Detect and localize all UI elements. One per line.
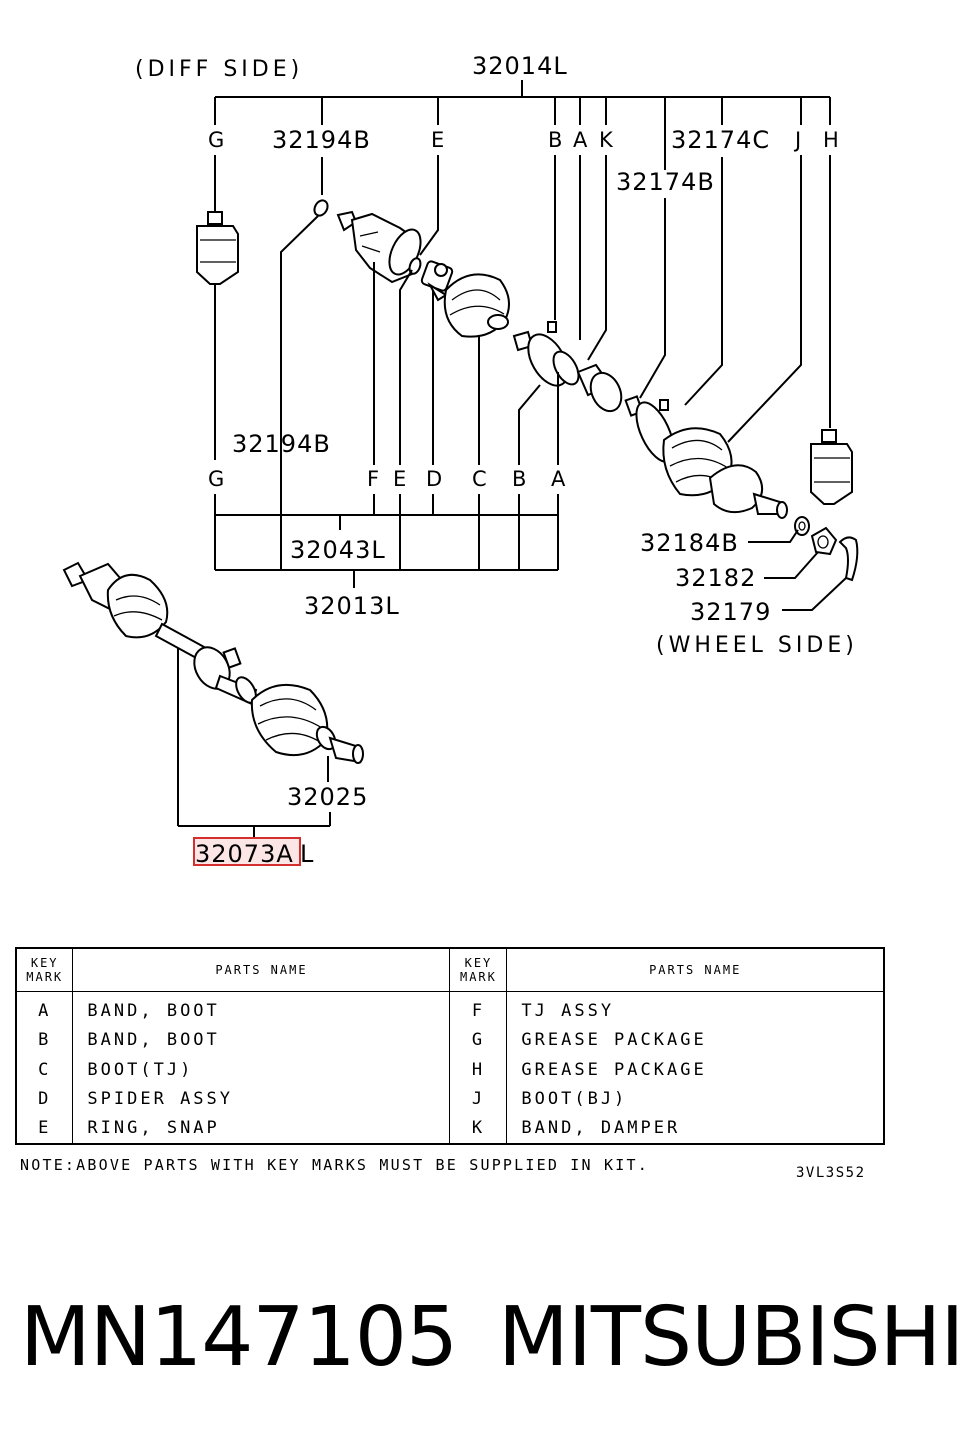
grease-package-h [810,429,853,505]
name-cell: BAND, BOOT [72,991,451,1026]
bracket-32043L [214,494,559,570]
name-cell: GREASE PACKAGE [521,1030,707,1051]
wheel-side-label: (WHEEL SIDE) [656,633,858,658]
letter-bottom-a: A [551,467,566,491]
exploded-parts-diagram: (DIFF SIDE) 32014L G 32194B E B A K 3217… [62,52,859,868]
label-32182: 32182 [675,564,756,592]
letter-top-j: J [793,128,801,152]
name-cell: BAND, DAMPER [521,1118,681,1139]
table-row: B BAND, BOOT G GREASE PACKAGE [16,1025,884,1055]
table-row: D SPIDER ASSY J BOOT(BJ) [16,1084,884,1114]
bj-outer-race [708,464,788,519]
diff-side-label: (DIFF SIDE) [135,57,303,82]
name-cell: RING, SNAP [72,1113,451,1144]
name-cell: BAND, BOOT [72,1025,451,1055]
key-cell: D [16,1084,74,1114]
key-cell: J [449,1084,508,1114]
reference-code: 3VL3S52 [796,1165,866,1181]
cotter-pin-32179 [838,536,859,582]
label-32073A[interactable]: 32073A [195,840,294,868]
bracket-32073A [177,648,331,838]
letter-bottom-d: D [426,467,442,491]
kit-note: NOTE:ABOVE PARTS WITH KEY MARKS MUST BE … [20,1156,649,1174]
brand-name: MITSUBISHI [498,1290,960,1385]
highlight-32073A[interactable] [193,837,301,866]
key-cell: K [449,1113,508,1144]
label-32194B-mid: 32194B [232,430,331,458]
assembled-drive-shaft [62,561,364,764]
nut-32182 [810,526,838,556]
bracket-32014L [214,80,831,170]
key-cell: G [449,1025,508,1055]
snap-ring-32194B [313,199,329,217]
label-32174B: 32174B [616,168,715,196]
key-cell: E [16,1113,74,1144]
spider-assy [420,260,454,302]
name-cell: TJ ASSY [521,1000,615,1021]
letter-bottom-g: G [208,467,224,491]
name-cell: BOOT(BJ) [521,1088,628,1109]
header-parts-name: PARTS NAME [72,947,451,992]
letter-bottom-e: E [393,467,406,491]
letter-bottom-b: B [512,467,526,491]
letter-bottom-c: C [472,467,487,491]
letter-top-g: G [208,128,224,152]
letter-top-h: H [823,128,839,152]
table-row: A BAND, BOOT F TJ ASSY [16,991,884,1026]
label-32179: 32179 [690,598,771,626]
key-cell: F [449,991,508,1026]
label-32013L: 32013L [304,592,400,620]
snap-ring-e [408,257,422,275]
key-cell: H [449,1054,508,1085]
letter-top-a: A [573,128,588,152]
label-32014L: 32014L [472,52,568,80]
label-32194B-top: 32194B [272,126,371,154]
table-row: C BOOT(TJ) H GREASE PACKAGE [16,1054,884,1085]
damper-k [576,363,623,413]
key-cell: A [16,991,74,1026]
key-cell: C [16,1054,74,1085]
grease-package-g [196,211,239,285]
label-32174C: 32174C [671,126,770,154]
name-cell: GREASE PACKAGE [521,1059,707,1080]
name-cell: SPIDER ASSY [72,1084,451,1114]
footer-caption: MN147105 MITSUBISHI [20,1290,960,1385]
boot-tj [443,273,510,338]
label-32025: 32025 [287,783,368,811]
leader-lines-top [214,155,831,460]
label-32184B: 32184B [640,529,739,557]
label-32043L: 32043L [290,536,386,564]
key-cell: B [16,1025,74,1055]
letter-top-e: E [431,128,444,152]
part-number: MN147105 [20,1290,458,1385]
label-32073A-suffix: L [300,840,314,868]
letter-bottom-f: F [367,467,379,491]
letter-top-b: B [548,128,562,152]
bracket-32013L [215,569,558,588]
header-parts-name-2: PARTS NAME [506,947,885,992]
name-cell: BOOT(TJ) [72,1054,451,1085]
table-row: E RING, SNAP K BAND, DAMPER [16,1113,884,1144]
letter-top-k: K [599,128,614,152]
leader-lines-bottom [280,215,559,517]
